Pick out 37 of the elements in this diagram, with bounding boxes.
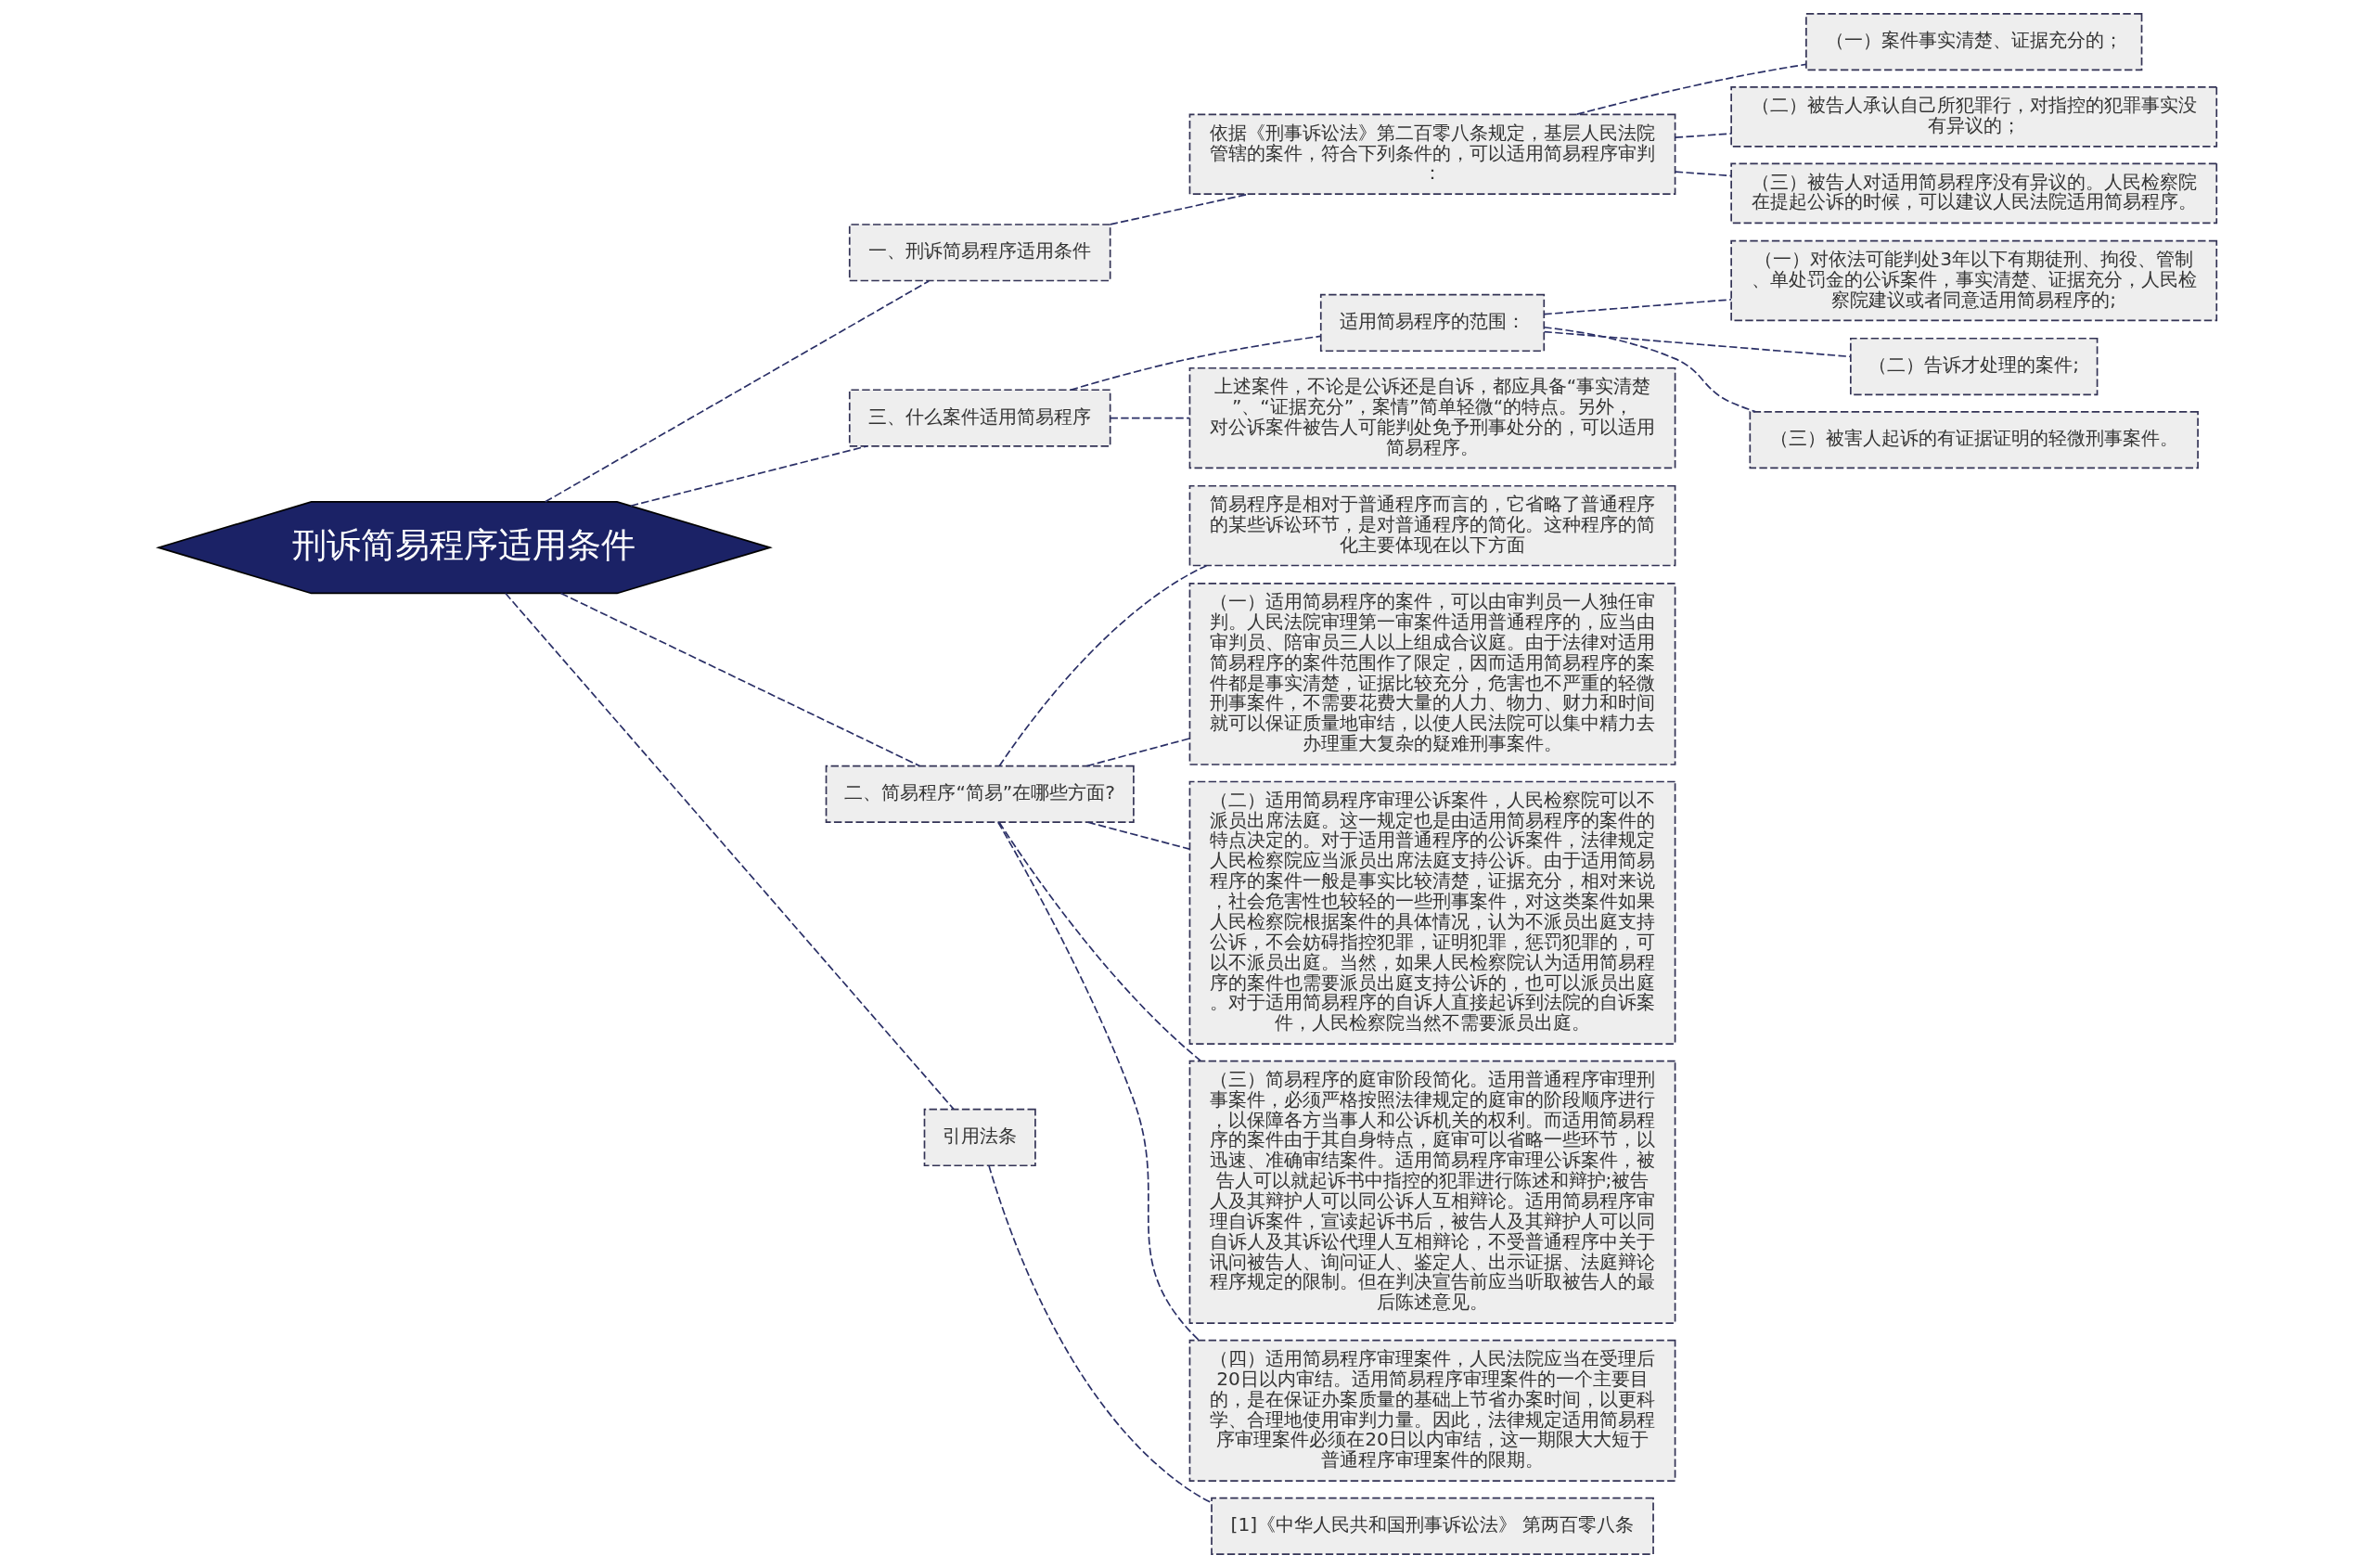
connector — [505, 592, 955, 1111]
connector — [1575, 63, 1807, 116]
connector — [630, 445, 868, 508]
connector — [1070, 335, 1322, 392]
node-box: 上述案件，不论是公诉还是自诉，都应具备“事实清楚”、“证据充分”，案情”简单轻微“的特点。另外，对公诉案件被告人可能判处免予刑事处分的，可以适用简易程序。 — [1188, 366, 1676, 469]
connector — [988, 1164, 1213, 1504]
connector — [1543, 299, 1732, 315]
node-box: （一）适用简易程序的案件，可以由审判员一人独任审判。人民法院审理第一审案件适用普通程序的，应当由审判员、陪审员三人以上组成合议庭。由于法律对适用简易程序的案件范围作了限定，因而适用简易程序的案件都是事实清楚，证据比较充分，危害也不严重的轻微刑事案件，不需要花费大量的人力、物力、财力和时间就可以保证质量地审结，以使人民法院可以集中精力去办理重大复杂的疑难刑事案件。 — [1188, 583, 1676, 765]
node-box: （三）简易程序的庭审阶段简化。适用普通程序审理刑事案件，必须严格按照法律规定的庭审的阶段顺序进行，以保障各方当事人和公诉机关的权利。而适用简易程序的案件由于其自身特点，庭审可以省略一些环节，以迅速、准确审结案件。适用简易程序审理公诉案件，被告人可以就起诉书中指控的犯罪进行陈述和辩护;被告人及其辩护人可以同公诉人互相辩论。适用简易程序审理自诉案件，宣读起诉书后，被告人及其辩护人可以同自诉人及其诉讼代理人互相辩论，不受普通程序中关于讯问被告人、询问证人、鉴定人、出示证据、法庭辩论程序规定的限制。但在判决宣告前应当听取被告人的最后陈述意见。 — [1188, 1060, 1676, 1324]
connector — [1674, 171, 1732, 177]
node-box: 简易程序是相对于普通程序而言的，它省略了普通程序的某些诉讼环节，是对普通程序的简化。这种程序的简化主要体现在以下方面 — [1188, 484, 1676, 567]
connector — [1086, 821, 1190, 850]
node-box: 依据《刑事诉讼法》第二百零八条规定，基层人民法院管辖的案件，符合下列条件的，可以适用简易程序审判： — [1188, 113, 1676, 195]
connector — [559, 592, 920, 767]
connector — [1109, 417, 1191, 419]
node-box: （三）被告人对适用简易程序没有异议的。人民检察院在提起公诉的时候，可以建议人民法院适用简易程序。 — [1730, 162, 2218, 225]
node-box: （四）适用简易程序审理案件，人民法院应当在受理后20日以内审结。适用简易程序审理案件的一个主要目的，是在保证办案质量的基础上节省办案时间，以更科学、合理地使用审判力量。因此，法律规定适用简易程序审理案件必须在20日以内审结，这一期限大大短于普通程序审理案件的限期。 — [1188, 1339, 1676, 1482]
node-box: （二）告诉才处理的案件; — [1850, 337, 2099, 396]
connector — [1543, 330, 1852, 358]
node-box: （一）案件事实清楚、证据充分的； — [1805, 13, 2143, 71]
node-box: 三、什么案件适用简易程序 — [848, 389, 1111, 447]
node-box: 一、刑诉简易程序适用条件 — [848, 224, 1111, 282]
node-box: [1]《中华人民共和国刑事诉讼法》 第两百零八条 — [1211, 1497, 1654, 1555]
connector — [1674, 133, 1732, 139]
connector — [1543, 326, 1756, 413]
connector — [998, 821, 1201, 1061]
connector — [997, 821, 1200, 1342]
node-box: （三）被害人起诉的有证据证明的轻微刑事案件。 — [1749, 411, 2199, 469]
node-box: 引用法条 — [923, 1108, 1036, 1167]
connector — [544, 280, 930, 503]
node-box: （二）适用简易程序审理公诉案件，人民检察院可以不派员出席法庭。这一规定也是由适用简易程序的案件的特点决定的。对于适用普通程序的公诉案件，法律规定人民检察院应当派员出席法庭支持公诉。由于适用简易程序的案件一般是事实比较清楚，证据充分，相对来说，社会危害性也较轻的一些刑事案件，对这类案件如果人民检察院根据案件的具体情况，认为不派员出庭支持公诉，不会妨碍指控犯罪，证明犯罪，惩罚犯罪的，可以不派员出庭。当然，如果人民检察院认为适用简易程序的案件也需要派员出庭支持公诉的，也可以派员出庭。对于适用简易程序的自诉人直接起诉到法院的自诉案件，人民检察院当然不需要派员出庭。 — [1188, 780, 1676, 1045]
connector — [998, 564, 1208, 767]
node-box: 适用简易程序的范围： — [1319, 293, 1546, 353]
connector — [1085, 738, 1190, 767]
node-box: （二）被告人承认自己所犯罪行，对指控的犯罪事实没有异议的； — [1730, 86, 2218, 148]
node-box: （一）对依法可能判处3年以下有期徒刑、拘役、管制、单处罚金的公诉案件，事实清楚、证据充分，人民检察院建议或者同意适用简易程序的; — [1730, 239, 2218, 322]
node-box: 二、简易程序“简易”在哪些方面? — [825, 765, 1135, 824]
